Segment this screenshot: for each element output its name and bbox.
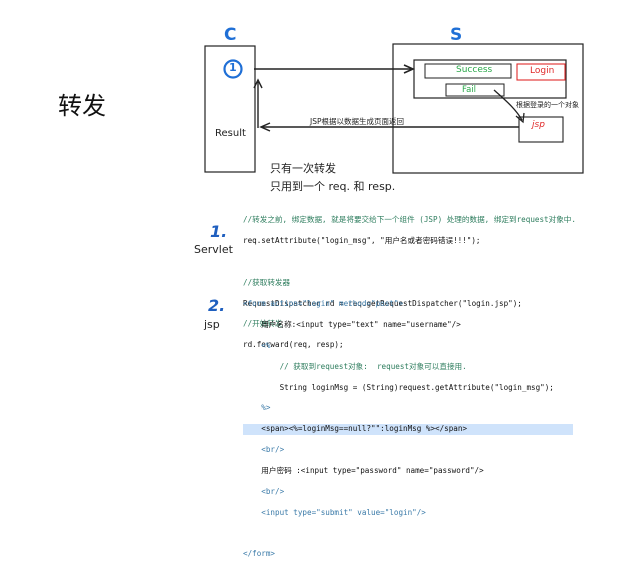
- server-label: S: [450, 25, 463, 45]
- forward-diagram: [204, 43, 584, 174]
- fail-box: [445, 83, 505, 97]
- code-line: // 获取到request对象: request对象可以直接用.: [243, 361, 467, 371]
- code-line: String loginMsg = (String)request.getAtt…: [243, 382, 554, 392]
- servlet-panel: [413, 59, 567, 99]
- jsp-label: jsp: [532, 120, 545, 130]
- code-line: %>: [243, 403, 271, 413]
- success-box: [424, 63, 512, 79]
- code-line: <br/>: [243, 486, 285, 496]
- servlet-code: //转发之前, 绑定数据, 就是将要交给下一个组件 (JSP) 处理的数据, 绑…: [243, 205, 576, 361]
- jsp-box: [518, 116, 564, 143]
- step-circle-icon: [223, 59, 243, 79]
- code-line-highlighted: <span><%=loginMsg==null?"":loginMsg %></…: [243, 424, 573, 435]
- client-box: [204, 45, 256, 173]
- code-line: //转发之前, 绑定数据, 就是将要交给下一个组件 (JSP) 处理的数据, 绑…: [243, 215, 576, 225]
- code-line: <input type="submit" value="login"/>: [243, 507, 426, 517]
- code-line: 用户密码 :<input type="password" name="passw…: [243, 465, 484, 475]
- step-marker: 1: [229, 61, 237, 74]
- success-label: Success: [456, 65, 493, 75]
- login-box: [516, 63, 566, 81]
- code-line: ​: [243, 528, 573, 538]
- return-arrow-label: JSP根据以数据生成页面返回: [310, 117, 404, 126]
- annotation-right: 根据登录的一个对象: [516, 101, 579, 109]
- page-title: 转发: [58, 92, 106, 120]
- result-label: Result: [215, 128, 246, 139]
- server-box: [392, 43, 584, 174]
- code-line: RequestDispatcher rd = req.getRequestDis…: [243, 298, 522, 308]
- code-line: <form action="login" method="post">: [243, 299, 404, 309]
- code-line: <br/>: [243, 445, 285, 455]
- code-line: </form>: [243, 549, 276, 559]
- note-line-1: 只有一次转发: [270, 162, 336, 175]
- code-line: //获取转发器: [243, 277, 291, 287]
- jsp-number: 2.: [208, 296, 226, 315]
- client-label: C: [224, 25, 237, 45]
- code-line: ​: [243, 257, 576, 267]
- servlet-label: Servlet: [194, 243, 233, 256]
- code-line: 用户名称:<input type="text" name="username"/…: [243, 320, 461, 330]
- servlet-number: 1.: [210, 222, 228, 241]
- fail-label: Fail: [462, 85, 477, 95]
- code-line: <%: [243, 341, 271, 351]
- note-line-2: 只用到一个 req. 和 resp.: [270, 180, 396, 193]
- jsp-code: <form action="login" method="post"> 用户名称…: [243, 289, 573, 570]
- code-line: //开始转发: [243, 319, 283, 329]
- jsp-side-label: jsp: [204, 318, 220, 331]
- code-line: req.setAttribute("login_msg", "用户名或者密码错误…: [243, 236, 481, 246]
- code-line: rd.forward(req, resp);: [243, 340, 344, 350]
- login-label: Login: [530, 66, 555, 76]
